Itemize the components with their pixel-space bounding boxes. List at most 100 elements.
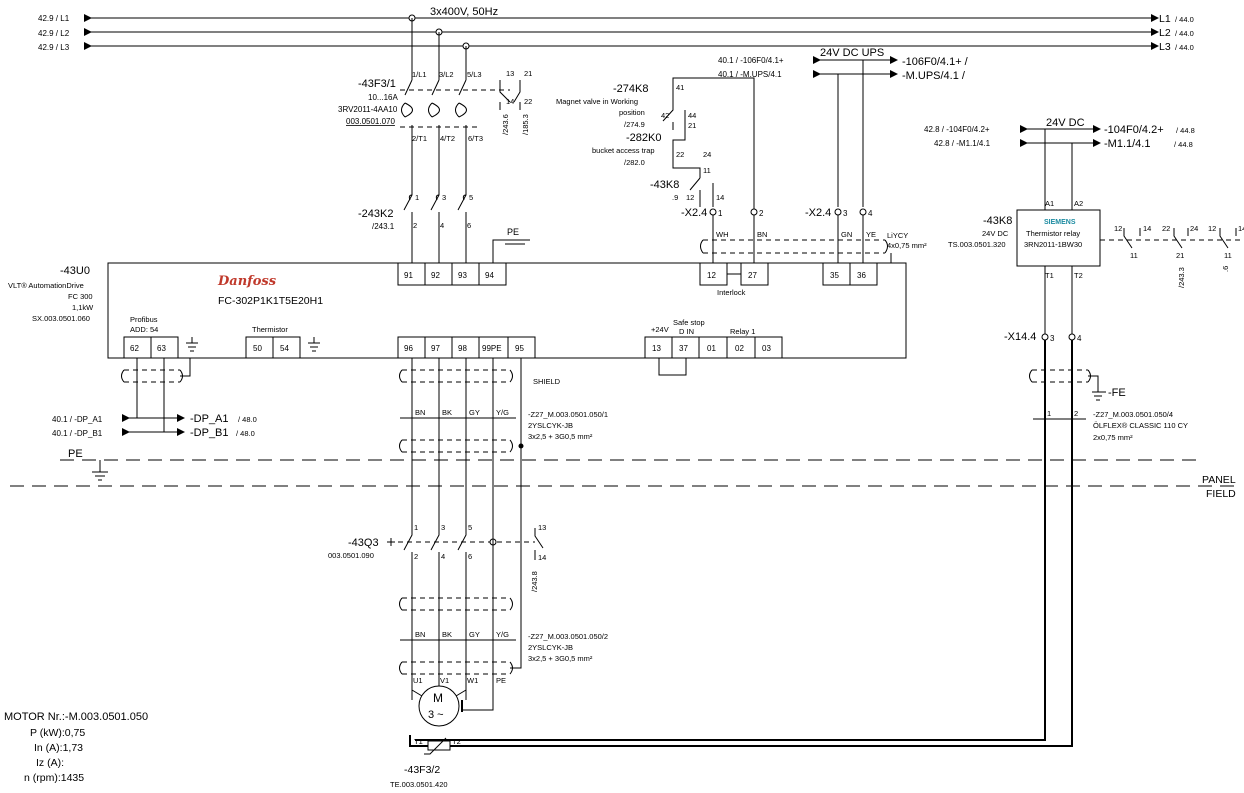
vfd-term-36: 36 [857, 271, 866, 280]
relay-t1: T1 [1045, 271, 1054, 280]
dc24-in-plus: 42.8 / -104F0/4.2+ [924, 125, 990, 134]
relay-contacts: -274K8 Magnet valve in Working position … [556, 77, 755, 210]
relay-brand: SIEMENS [1044, 219, 1076, 226]
vfd-io-01: 01 [707, 344, 716, 353]
vfd-interlock: Interlock [717, 288, 746, 297]
motor: U1 V1 W1 PE M 3 ~ MOTOR Nr.:-M.003.0501.… [4, 676, 506, 784]
vfd-article: SX.003.0501.060 [32, 314, 90, 323]
dc24-out-minus: -M1.1/4.1 [1104, 138, 1150, 150]
relay-c11b: 11 [1224, 251, 1232, 260]
vfd-line2: FC 300 [68, 292, 93, 301]
busbar-ref-l3: / 44.0 [1175, 43, 1194, 52]
isolator-aux-13: 13 [538, 523, 546, 532]
relay-c24: 24 [1190, 224, 1198, 233]
relay-article: TS.003.0501.320 [948, 240, 1006, 249]
therm-sensor-tag: -43F3/2 [404, 764, 440, 776]
vfd-line1: VLT® AutomationDrive [8, 281, 84, 290]
x144-t3: 3 [1050, 334, 1055, 343]
therm-t1: T1 [414, 737, 423, 746]
cable1-yg: Y/G [496, 408, 509, 417]
dp-b1-in: 40.1 / -DP_B1 [52, 429, 103, 438]
x24-t1: 1 [718, 209, 723, 218]
isolator-tag: -43Q3 [348, 537, 379, 549]
breaker-term-top-2: 3/L2 [439, 70, 454, 79]
vfd-profibus: Profibus [130, 315, 158, 324]
ups-in-minus: 40.1 / -M.UPS/4.1 [718, 70, 782, 79]
vfd-term-99pe: 99PE [482, 344, 502, 353]
contactor-t2: 2 [413, 221, 417, 230]
vfd-term-12: 12 [707, 271, 716, 280]
contactor-t6: 6 [467, 221, 471, 230]
breaker-type: 3RV2011-4AA10 [338, 105, 398, 114]
cable4-tag: -Z27_M.003.0501.050/4 [1093, 410, 1173, 419]
relay-c11a: 11 [1130, 251, 1138, 260]
cable2-yg: Y/G [496, 630, 509, 639]
breaker-term-bot-2: 4/T2 [440, 134, 455, 143]
dp-b1-out: -DP_B1 [190, 427, 229, 439]
vfd-term-96: 96 [404, 344, 413, 353]
motor-power: P (kW):0,75 [30, 727, 85, 739]
k274-42: 42 [661, 111, 669, 120]
contactor-t4: 4 [440, 221, 444, 230]
vfd-term-97: 97 [431, 344, 440, 353]
pe-bar-and-boundary: PE PANEL FIELD [10, 448, 1240, 500]
fe-label: -FE [1108, 387, 1126, 399]
busbar-ref-l2: / 44.0 [1175, 29, 1194, 38]
relay-ref-2: .6 [1221, 266, 1230, 272]
vfd-term-92: 92 [431, 271, 440, 280]
contactor-ref: /243.1 [372, 222, 395, 231]
relay-box [1016, 209, 1101, 267]
isolator-switch: -43Q3 003.0501.090 1 3 5 2 4 6 13 14 /24… [328, 523, 546, 630]
breaker-aux-ref-2: /185.3 [521, 114, 530, 135]
dc24-out-plus: -104F0/4.2+ [1104, 124, 1164, 136]
vfd-term-98: 98 [458, 344, 467, 353]
motor-v1: V1 [440, 676, 449, 685]
vfd-io-13: 13 [652, 344, 661, 353]
relay-a1: A1 [1045, 199, 1054, 208]
x24-tag-2: -X2.4 [805, 207, 831, 219]
isolator-aux-14: 14 [538, 553, 546, 562]
cable2-bk: BK [442, 630, 452, 639]
relay-type: 3RN2011-1BW30 [1024, 240, 1082, 249]
ctrl-wire-ye: YE [866, 230, 876, 239]
ctrl-cable-cross: 4x0,75 mm² [887, 241, 927, 250]
ups-out-minus: -M.UPS/4.1 / [902, 70, 966, 82]
breaker-term-top-3: 5/L3 [467, 70, 482, 79]
motor-breaker: -43F3/1 10...16A 3RV2011-4AA10 003.0501.… [338, 18, 532, 148]
vfd-io-03: 03 [762, 344, 771, 353]
vfd-term-62: 62 [130, 344, 139, 353]
busbar-out-l3: L3 [1159, 41, 1171, 53]
dp-a1-in: 40.1 / -DP_A1 [52, 415, 103, 424]
ups-out-plus: -106F0/4.1+ / [902, 56, 969, 68]
shield-label: SHIELD [533, 377, 561, 386]
vfd-drive: -43U0 VLT® AutomationDrive FC 300 1,1kW … [8, 262, 907, 376]
thermistor-sensor: T1 T2 -43F3/2 TE.003.0501.420 [390, 340, 1073, 789]
vfd-term-54: 54 [280, 344, 289, 353]
motor-iz: Iz (A): [36, 757, 64, 769]
cable2-type: 2YSLCYK-JB [528, 643, 573, 652]
supply-ref-l1: 42.9 / L1 [38, 14, 70, 23]
relay-c12b: 12 [1208, 224, 1216, 233]
ups-in-plus: 40.1 / -106F0/4.1+ [718, 56, 784, 65]
k282-24: 24 [703, 150, 711, 159]
x144-t4: 4 [1077, 334, 1082, 343]
breaker-aux-ref-1: /243.6 [501, 114, 510, 135]
k43-11: 11 [703, 166, 711, 175]
dc24-in-minus: 42.8 / -M1.1/4.1 [934, 139, 991, 148]
dp-b1-ref: / 48.0 [236, 429, 255, 438]
k43-tag: -43K8 [650, 179, 679, 191]
k274-44: 44 [688, 111, 696, 120]
motor-w1: W1 [467, 676, 478, 685]
vfd-term-27: 27 [748, 271, 757, 280]
cable1-tag: -Z27_M.003.0501.050/1 [528, 410, 608, 419]
isolator-aux-ref: /243.8 [530, 571, 539, 592]
vfd-model: FC-302P1K1T5E20H1 [218, 295, 323, 307]
isolator-t4: 4 [441, 552, 445, 561]
breaker-term-top-1: 1/L1 [412, 70, 427, 79]
therm-sensor-article: TE.003.0501.420 [390, 780, 448, 789]
busbar-out-l2: L2 [1159, 27, 1171, 39]
breaker-aux-21: 21 [524, 69, 532, 78]
cable1-bk: BK [442, 408, 452, 417]
vfd-io-37: 37 [679, 344, 688, 353]
profibus-wiring: 40.1 / -DP_A1 40.1 / -DP_B1 -DP_A1 -DP_B… [52, 358, 257, 439]
